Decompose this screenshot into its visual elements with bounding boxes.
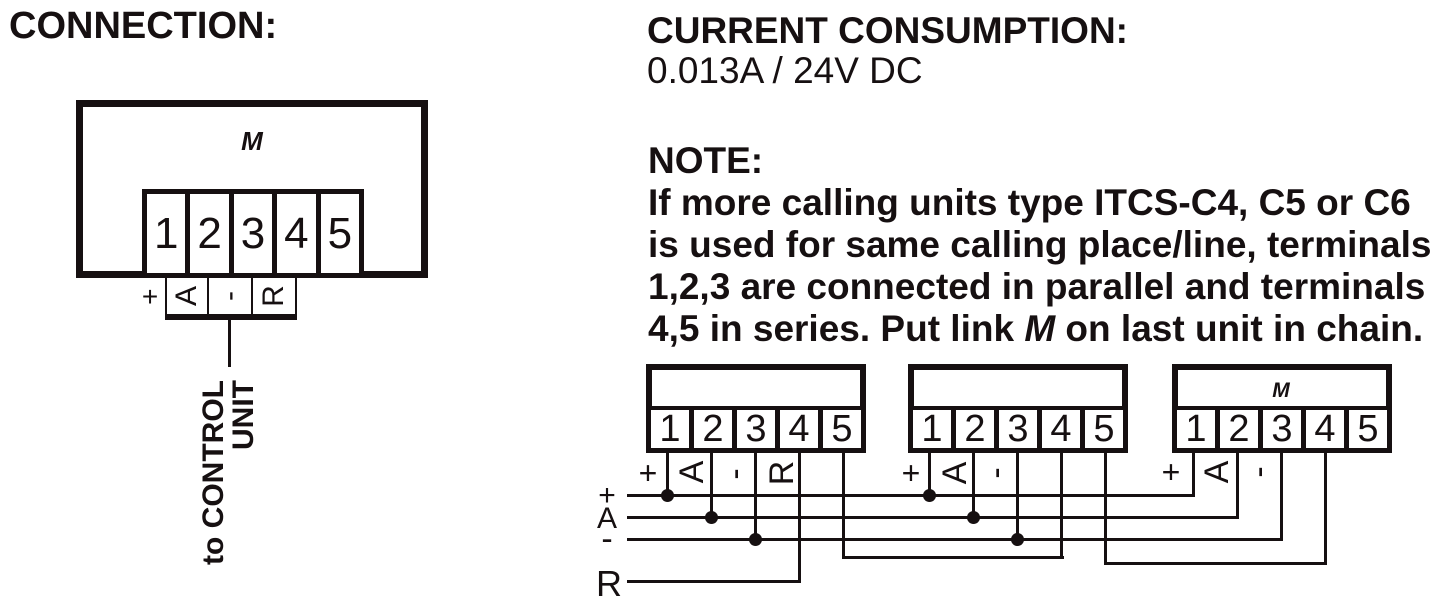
chain-unit-3-outline (1172, 364, 1392, 412)
a-label: A (935, 461, 974, 485)
note-line: 1,2,3 are connected in parallel and term… (648, 266, 1426, 307)
terminal-cell: 5 (831, 407, 853, 450)
bus-minus-line (627, 538, 1283, 541)
plus-label: + (141, 281, 159, 312)
junction-dot (923, 489, 936, 502)
junction-dot (705, 511, 718, 524)
terminal-wire (1324, 453, 1327, 565)
minus-label: - (715, 468, 754, 480)
terminal-wire (1104, 453, 1107, 565)
junction-dot (967, 511, 980, 524)
terminal-cell: 4 (1042, 408, 1085, 450)
terminal-wire (1060, 453, 1063, 559)
chain-unit-1-outline (646, 364, 866, 412)
terminal-cell: 4 (1306, 408, 1349, 450)
terminal-wire (710, 453, 713, 519)
r-label: R (257, 285, 291, 307)
terminal-cell: 5 (1357, 407, 1379, 450)
chain-unit-1-terminal-block: 1 2 3 4 5 (646, 407, 866, 453)
terminal-cell: 3 (737, 408, 780, 450)
terminal-wire (1016, 453, 1019, 541)
terminal-cell: 3 (999, 408, 1042, 450)
bus-plus-line (627, 494, 1194, 497)
terminal-wire (928, 453, 931, 497)
terminal-cell: 2 (1220, 408, 1263, 450)
bus-minus-label: - (601, 519, 613, 558)
r-label: R (762, 460, 801, 486)
terminal-wire (798, 453, 801, 583)
a-label: A (672, 460, 711, 484)
terminal-wire (666, 453, 669, 497)
terminal-wire (754, 453, 757, 541)
terminal-cell: 2 (190, 194, 234, 273)
note-line-text: 4,5 in series. Put link (648, 308, 1025, 349)
current-consumption-value: 0.013A / 24V DC (647, 50, 923, 91)
minus-label: - (976, 467, 1015, 479)
terminal-cell: 4 (780, 408, 823, 450)
terminal-wire (1192, 453, 1195, 497)
terminal-cell: 1 (651, 408, 694, 450)
junction-dot (1011, 533, 1024, 546)
minus-label: - (1239, 466, 1278, 478)
terminal-cell: 1 (1177, 408, 1220, 450)
plus-label: + (901, 454, 921, 491)
chain-unit-2-outline (908, 364, 1128, 412)
note-line-text: on last unit in chain. (1055, 308, 1424, 349)
a-wire-cell: A (167, 278, 210, 314)
to-control-unit-line1: to CONTROL (197, 380, 230, 565)
plus-label: + (638, 454, 658, 491)
m-link-reference: M (1024, 308, 1056, 349)
bus-a-line (627, 516, 1239, 519)
note-line: is used for same calling place/line, ter… (648, 224, 1432, 265)
terminal-cell: 5 (1093, 407, 1115, 450)
terminal-cell: 3 (1263, 408, 1306, 450)
note-block: NOTE: If more calling units type ITCS-C4… (648, 140, 1431, 350)
current-consumption-heading: CURRENT CONSUMPTION: (647, 10, 1128, 51)
r-wire-cell: R (253, 278, 295, 314)
terminal-wire (972, 453, 975, 519)
terminal-wire (1236, 453, 1239, 519)
terminal-cell: 4 (277, 194, 321, 273)
terminal-wire (842, 453, 845, 559)
chain-unit-2-terminal-block: 1 2 3 4 5 (908, 407, 1128, 453)
series-link-line (843, 556, 1064, 559)
junction-dot (749, 533, 762, 546)
connection-heading: CONNECTION: (9, 5, 278, 47)
terminal-cell: 5 (327, 208, 353, 258)
terminal-cell: 2 (956, 408, 999, 450)
junction-dot (661, 489, 674, 502)
bus-r-label: R (596, 563, 622, 604)
wire-strip: A - R (165, 278, 297, 320)
control-unit-wire (228, 320, 231, 367)
m-link-label: M (1272, 379, 1290, 402)
note-line: 4,5 in series. Put link M on last unit i… (648, 308, 1431, 350)
plus-label: + (1161, 453, 1181, 490)
minus-wire-cell: - (209, 278, 254, 314)
terminal-cell: 2 (694, 408, 737, 450)
chain-unit-3-terminal-block: 1 2 3 4 5 (1172, 407, 1392, 453)
a-label: A (1197, 460, 1236, 484)
to-control-unit-line2: UNIT (227, 380, 260, 450)
note-line: If more calling units type ITCS-C4, C5 o… (648, 182, 1411, 223)
bus-plus-label: + (598, 479, 616, 512)
bus-r-line (627, 580, 801, 583)
to-control-unit-label: to CONTROL UNIT (197, 380, 260, 570)
terminal-block: 1 2 3 4 5 (142, 189, 364, 278)
m-link-label: M (241, 126, 263, 156)
bus-a-label: A (596, 502, 617, 535)
terminal-cell: 3 (234, 194, 278, 273)
terminal-wire (1280, 453, 1283, 541)
note-heading: NOTE: (648, 140, 764, 181)
series-link-line (1106, 562, 1327, 565)
minus-label: - (213, 291, 247, 301)
a-label: A (170, 285, 204, 307)
terminal-cell: 1 (147, 194, 191, 273)
terminal-cell: 1 (913, 408, 956, 450)
